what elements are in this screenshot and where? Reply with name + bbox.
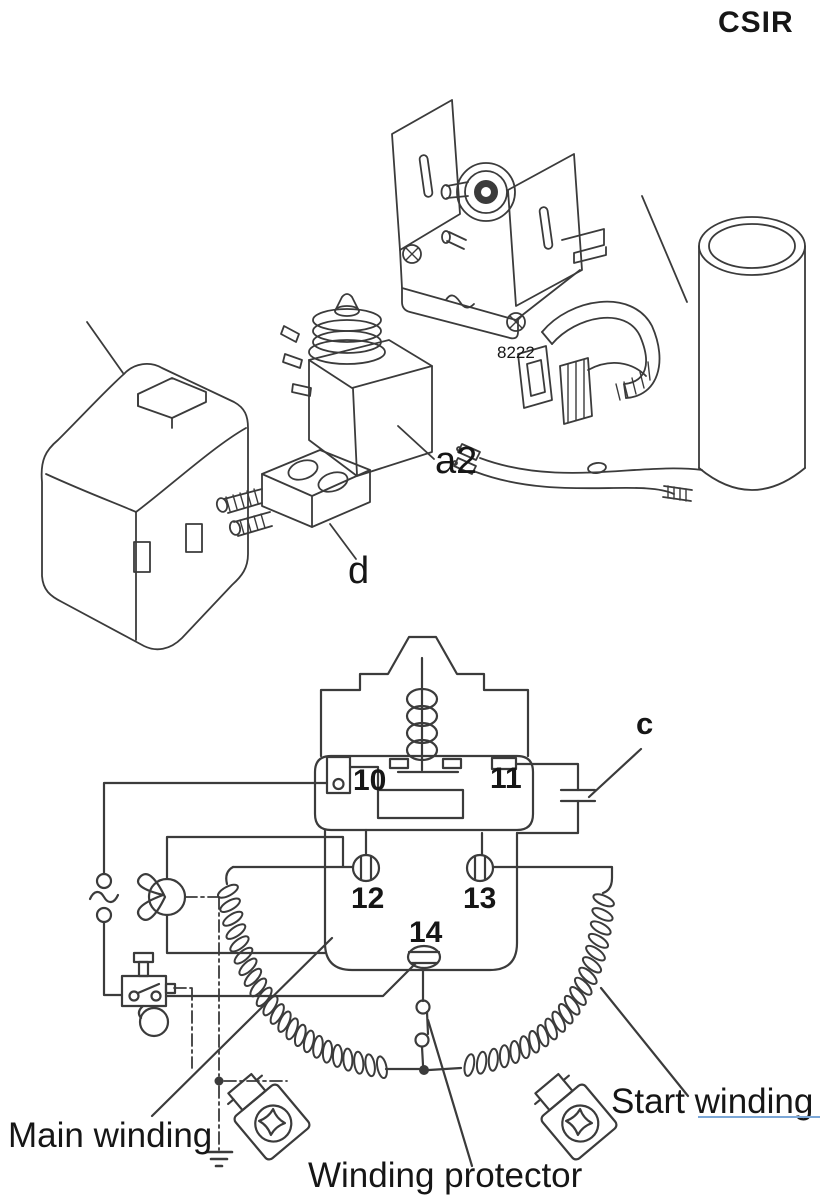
coil-loop	[487, 1047, 499, 1072]
part-code-label: 8222	[497, 343, 535, 362]
coil-loop	[321, 1039, 334, 1064]
sensing-lines	[173, 896, 288, 1151]
winding-protector-label: Winding protector	[308, 1156, 583, 1195]
capacitor-label: c	[636, 706, 654, 741]
terminal-13	[465, 831, 614, 895]
mounting-bracket-part	[391, 99, 607, 340]
coil-loop	[222, 910, 244, 927]
start-winding-leader	[599, 986, 690, 1098]
ground-symbol	[204, 1150, 234, 1168]
coil-loop	[591, 907, 614, 922]
page-title: CSIR	[718, 6, 794, 39]
coil-loop	[238, 957, 258, 977]
coil-loop	[536, 1024, 550, 1048]
power-supply	[88, 781, 329, 997]
coil-loop	[353, 1050, 365, 1075]
clamp-strap-part	[517, 300, 661, 425]
coil-loop	[587, 932, 610, 949]
terminal-14	[406, 944, 442, 970]
coil-loop	[573, 976, 593, 996]
main-winding-label: Main winding	[8, 1116, 213, 1155]
capacitor-leader-line	[641, 195, 688, 303]
coil-loop	[557, 1003, 574, 1025]
coil-loop	[243, 967, 263, 987]
terminal-plug-right	[534, 1072, 618, 1161]
cover-leader-line	[86, 321, 124, 374]
terminal-10-label: 10	[353, 764, 387, 797]
lead-wires-part	[452, 443, 703, 502]
protector-label: d	[348, 550, 370, 592]
terminal-12-label: 12	[351, 882, 385, 915]
coil-loop	[592, 893, 615, 908]
coil-loop	[581, 956, 603, 974]
coil-loop	[519, 1035, 531, 1060]
exploded-view	[40, 99, 806, 651]
terminal-13-label: 13	[463, 882, 497, 915]
coil-loop	[331, 1043, 343, 1068]
terminal-cover-part	[40, 321, 249, 651]
coil-loop	[312, 1034, 324, 1059]
coil-loop	[364, 1053, 376, 1078]
thermostat-bulb	[138, 1006, 170, 1038]
coil-loop	[589, 920, 612, 936]
terminal-10-contact	[325, 755, 352, 795]
start-winding-underline	[698, 1116, 820, 1118]
coil-loop	[563, 994, 581, 1016]
overload-protector-part	[215, 449, 371, 560]
coil-loop	[255, 986, 273, 1008]
terminal-plug-left	[227, 1072, 311, 1161]
coil-loop	[229, 935, 250, 953]
terminal-14-label: 14	[409, 916, 443, 949]
protector-leader-line	[329, 523, 357, 560]
coil-loop	[249, 977, 268, 998]
coil-loop	[225, 923, 247, 940]
coil-loop	[498, 1044, 510, 1069]
coil-loop	[219, 897, 241, 914]
start-winding-label: Start winding	[611, 1082, 814, 1121]
relay-label: a2	[435, 440, 478, 482]
terminal-12	[225, 828, 381, 886]
coil-loop	[233, 946, 254, 965]
wiring-schematic	[88, 635, 690, 1168]
coil-loop	[569, 986, 587, 1006]
fan-motor	[136, 835, 345, 955]
coil-loop	[585, 944, 606, 962]
coil-loop	[578, 966, 598, 985]
fan-blades	[136, 873, 167, 921]
coil-loop	[463, 1053, 476, 1077]
coil-loop	[302, 1029, 315, 1054]
coil-loop	[269, 1003, 285, 1025]
winding-protector-leader	[426, 1018, 474, 1168]
capacitor-part	[641, 195, 806, 491]
winding-protector-symbol	[384, 966, 463, 1075]
thermostat-switch	[120, 951, 418, 1038]
coil-loop	[475, 1050, 488, 1075]
main-winding-leader	[150, 936, 334, 1118]
lower-enclosure	[323, 828, 519, 972]
coil-loop	[342, 1047, 354, 1072]
capacitor-branch	[514, 747, 643, 835]
coil-loop	[375, 1055, 388, 1080]
relay-leader-line	[397, 425, 435, 460]
ac-source-symbol	[88, 890, 120, 904]
coil-loop	[544, 1017, 558, 1041]
relay-part	[280, 293, 435, 477]
coil-loop	[509, 1040, 521, 1064]
terminal-11-label: 11	[490, 762, 522, 795]
schematic-relay	[313, 635, 535, 832]
capacitor-leader	[587, 747, 643, 799]
coil-loop	[528, 1029, 541, 1054]
